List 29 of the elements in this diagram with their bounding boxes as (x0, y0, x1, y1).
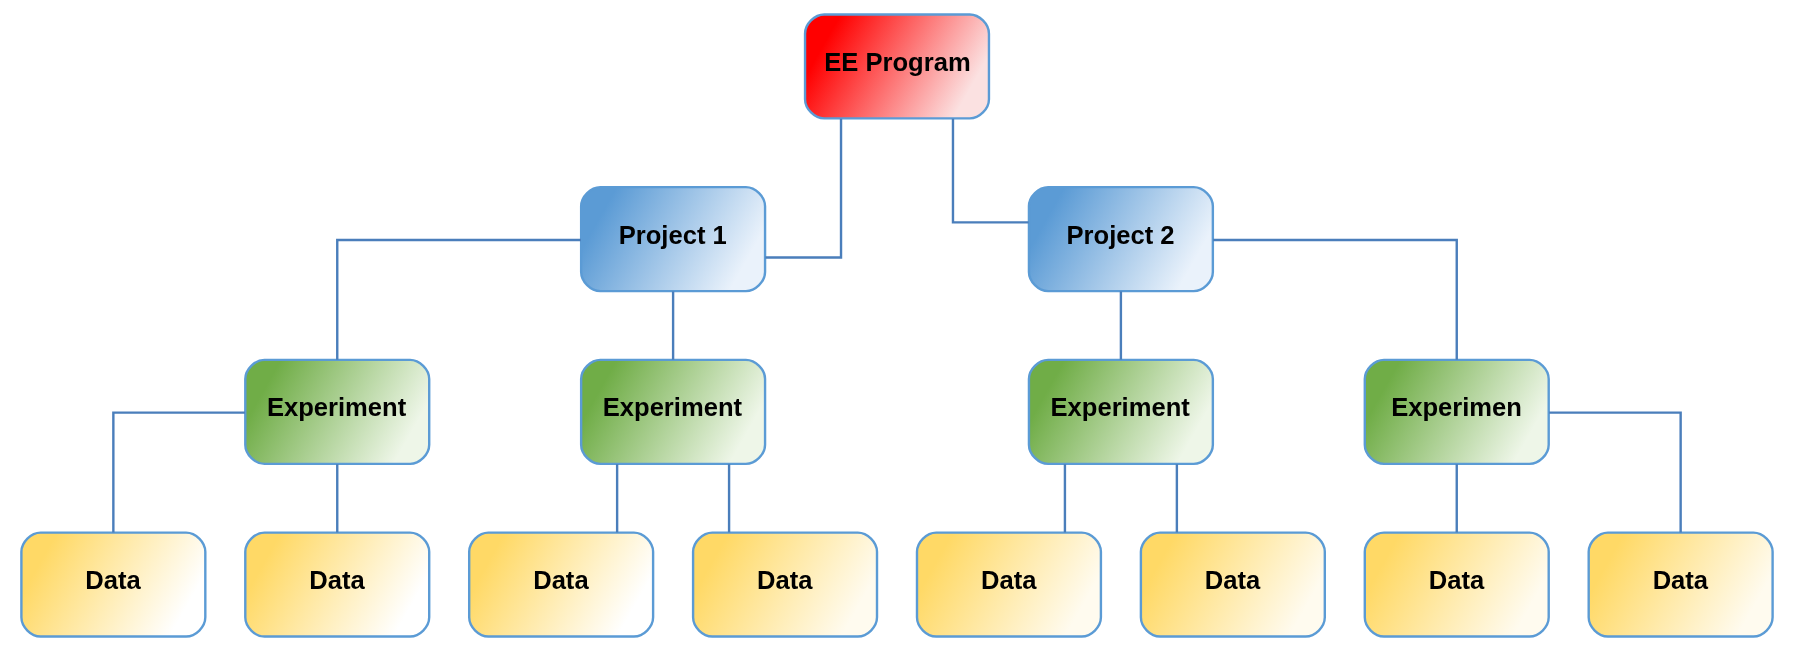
connector (1549, 411, 1682, 533)
node-box: Data (1587, 531, 1774, 638)
node-box: Data (915, 531, 1103, 638)
node-box: Data (468, 531, 655, 638)
node-box: Project 2 (1027, 185, 1215, 293)
node-box: Experiment (1027, 358, 1215, 466)
node-box: Data (691, 531, 879, 638)
node-box: Experiment (579, 358, 767, 466)
connector (336, 238, 581, 360)
connector (615, 464, 619, 533)
node-box: Data (244, 531, 431, 638)
node-box: Data (20, 531, 207, 638)
connector (1063, 464, 1067, 533)
connector (765, 118, 843, 259)
connector (336, 464, 339, 533)
node-box: Experiment (244, 358, 431, 466)
connector (1119, 291, 1123, 360)
connector (112, 411, 245, 533)
node-box: Data (1139, 531, 1326, 638)
node-box: Data (1363, 531, 1550, 638)
node-box: EE Program (803, 13, 991, 120)
connector (1455, 464, 1458, 533)
connector (1213, 238, 1458, 360)
connector (951, 118, 1029, 224)
connector (1175, 464, 1179, 533)
connector (671, 291, 675, 360)
connector (727, 464, 731, 533)
node-box: Experimen (1363, 358, 1550, 466)
node-box: Project 1 (579, 185, 767, 293)
